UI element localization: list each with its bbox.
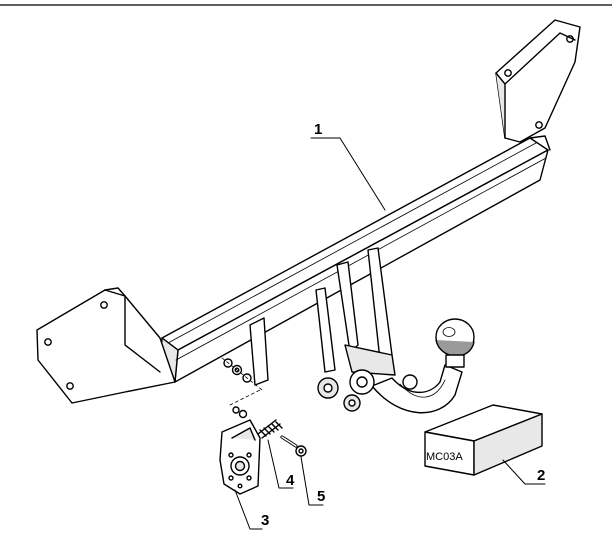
beam-body <box>159 135 551 383</box>
callout-2: 2 <box>537 467 545 484</box>
bolt <box>280 435 307 457</box>
callout-3: 3 <box>261 512 269 529</box>
spring <box>257 419 283 439</box>
tow-bar-crossbeam <box>36 19 581 404</box>
socket-mounting-plate <box>219 419 261 495</box>
right-bracket <box>495 19 581 143</box>
tow-ball-assembly <box>317 318 475 414</box>
callout-4: 4 <box>286 472 295 489</box>
left-bracket <box>36 287 176 404</box>
callout-5: 5 <box>317 488 325 505</box>
callout-numbers: 1 2 3 4 5 <box>261 121 545 529</box>
small-fasteners <box>221 357 263 419</box>
callout-leaders <box>234 137 546 530</box>
center-drop-bracket <box>249 247 396 386</box>
box-code-label: MC03A <box>426 451 463 463</box>
callout-1: 1 <box>314 121 322 138</box>
electrical-kit-box: MC03A <box>424 404 543 476</box>
